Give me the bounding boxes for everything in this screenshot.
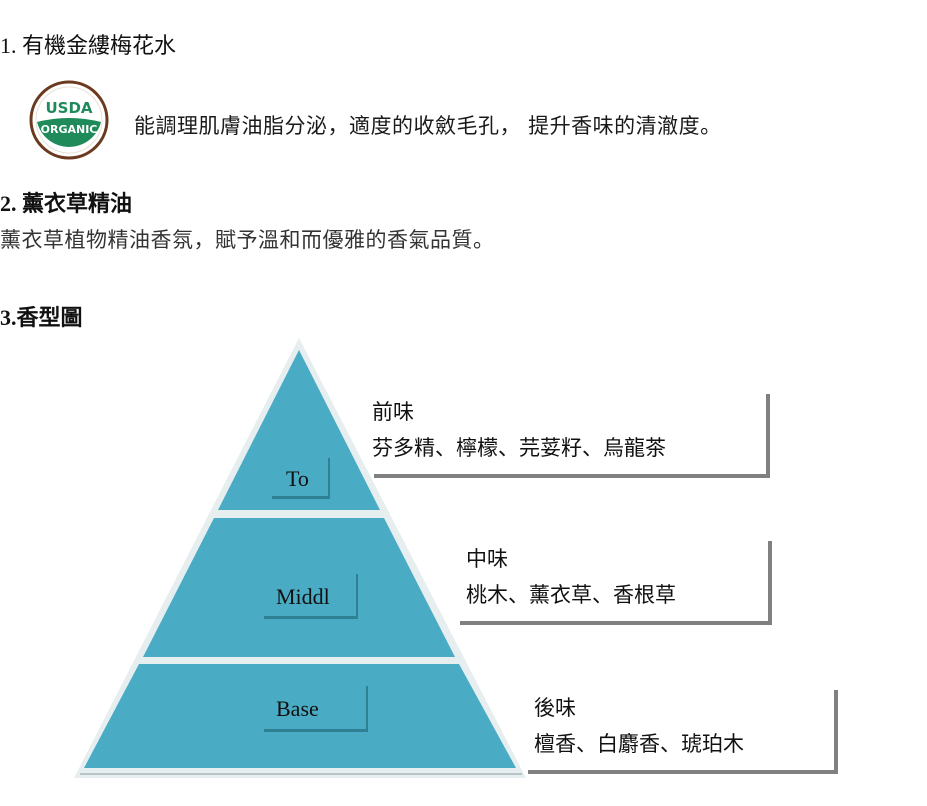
pyramid-label-middle: Middl [264, 574, 358, 619]
base-note-title: 後味 [534, 696, 576, 720]
top-note-box: 前味 芬多精、檸檬、芫荽籽、烏龍茶 [370, 390, 766, 474]
pyramid-label-top: To [272, 458, 330, 499]
pyramid-label-base: Base [264, 686, 368, 732]
section-1-heading: 1. 有機金縷梅花水 [0, 33, 177, 58]
pyramid-tier-middle [143, 518, 455, 657]
pyramid-tier-base [84, 664, 516, 768]
svg-text:USDA: USDA [45, 99, 92, 117]
usda-organic-badge-icon: USDA ORGANIC [28, 80, 110, 160]
section-1-description: 能調理肌膚油脂分泌，適度的收斂毛孔， 提升香味的清澈度。 [134, 114, 722, 138]
middle-note-box: 中味 桃木、薰衣草、香根草 [456, 537, 768, 621]
svg-text:ORGANIC: ORGANIC [41, 123, 98, 136]
middle-note-items: 桃木、薰衣草、香根草 [466, 583, 676, 607]
top-note-items: 芬多精、檸檬、芫荽籽、烏龍茶 [372, 436, 666, 460]
top-note-title: 前味 [372, 400, 414, 424]
section-3-heading: 3.香型圖 [0, 305, 83, 330]
middle-note-title: 中味 [466, 547, 508, 571]
section-2-heading: 2. 薰衣草精油 [0, 191, 133, 216]
section-2-description: 薰衣草植物精油香氛，賦予溫和而優雅的香氣品質。 [0, 228, 495, 252]
base-note-items: 檀香、白麝香、琥珀木 [534, 732, 744, 756]
base-note-box: 後味 檀香、白麝香、琥珀木 [524, 686, 834, 770]
pyramid-tier-top [218, 350, 380, 510]
